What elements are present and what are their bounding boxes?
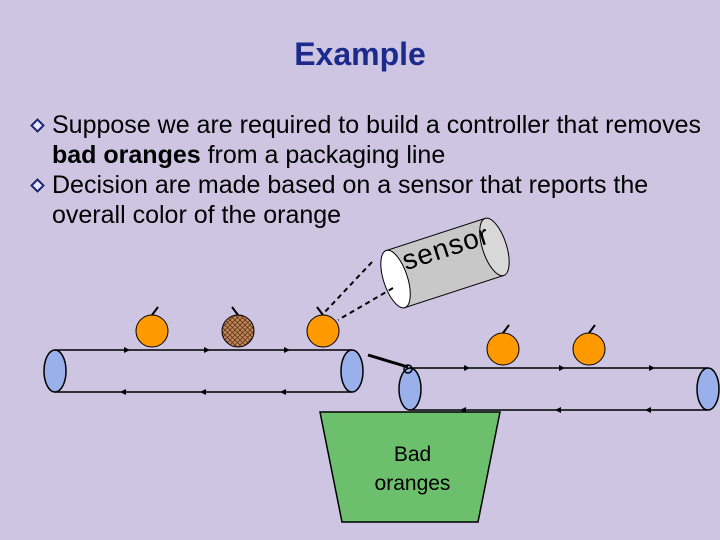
conveyor-roller — [696, 367, 720, 411]
left-conveyor — [43, 347, 364, 395]
sensor-view-line — [337, 287, 394, 321]
bullet-text-bold: bad oranges — [52, 141, 201, 169]
diverter-gate — [367, 353, 413, 374]
bullet-list: Suppose we are required to build a contr… — [30, 110, 710, 230]
bad-oranges-bin — [319, 411, 501, 523]
diverter-pivot — [403, 364, 413, 374]
bullet-text: from a packaging line — [200, 141, 446, 169]
conveyor-roller — [398, 367, 422, 411]
bin-label: Bad oranges — [355, 440, 470, 498]
orange-good — [572, 324, 606, 366]
orange-good — [135, 306, 169, 348]
bin-label-line: oranges — [374, 472, 451, 495]
sensor-view-line — [322, 261, 373, 315]
diamond-bullet-icon — [30, 178, 45, 193]
orange-good — [306, 306, 340, 348]
diamond-bullet-icon — [30, 118, 45, 133]
sensor-device — [380, 217, 510, 309]
bin-label-line: Bad — [393, 443, 432, 466]
orange-bad — [221, 306, 255, 348]
orange-good — [486, 324, 520, 366]
bullet-item: Suppose we are required to build a contr… — [30, 110, 710, 170]
bullet-text: Decision are made based on a sensor that… — [52, 171, 649, 229]
slide-title: Example — [294, 36, 426, 72]
bullet-item: Decision are made based on a sensor that… — [30, 170, 710, 230]
right-conveyor — [398, 365, 720, 413]
conveyor-roller — [43, 349, 67, 393]
conveyor-roller — [340, 349, 364, 393]
diverter-arm — [367, 353, 409, 369]
bullet-text: Suppose we are required to build a contr… — [52, 111, 701, 139]
